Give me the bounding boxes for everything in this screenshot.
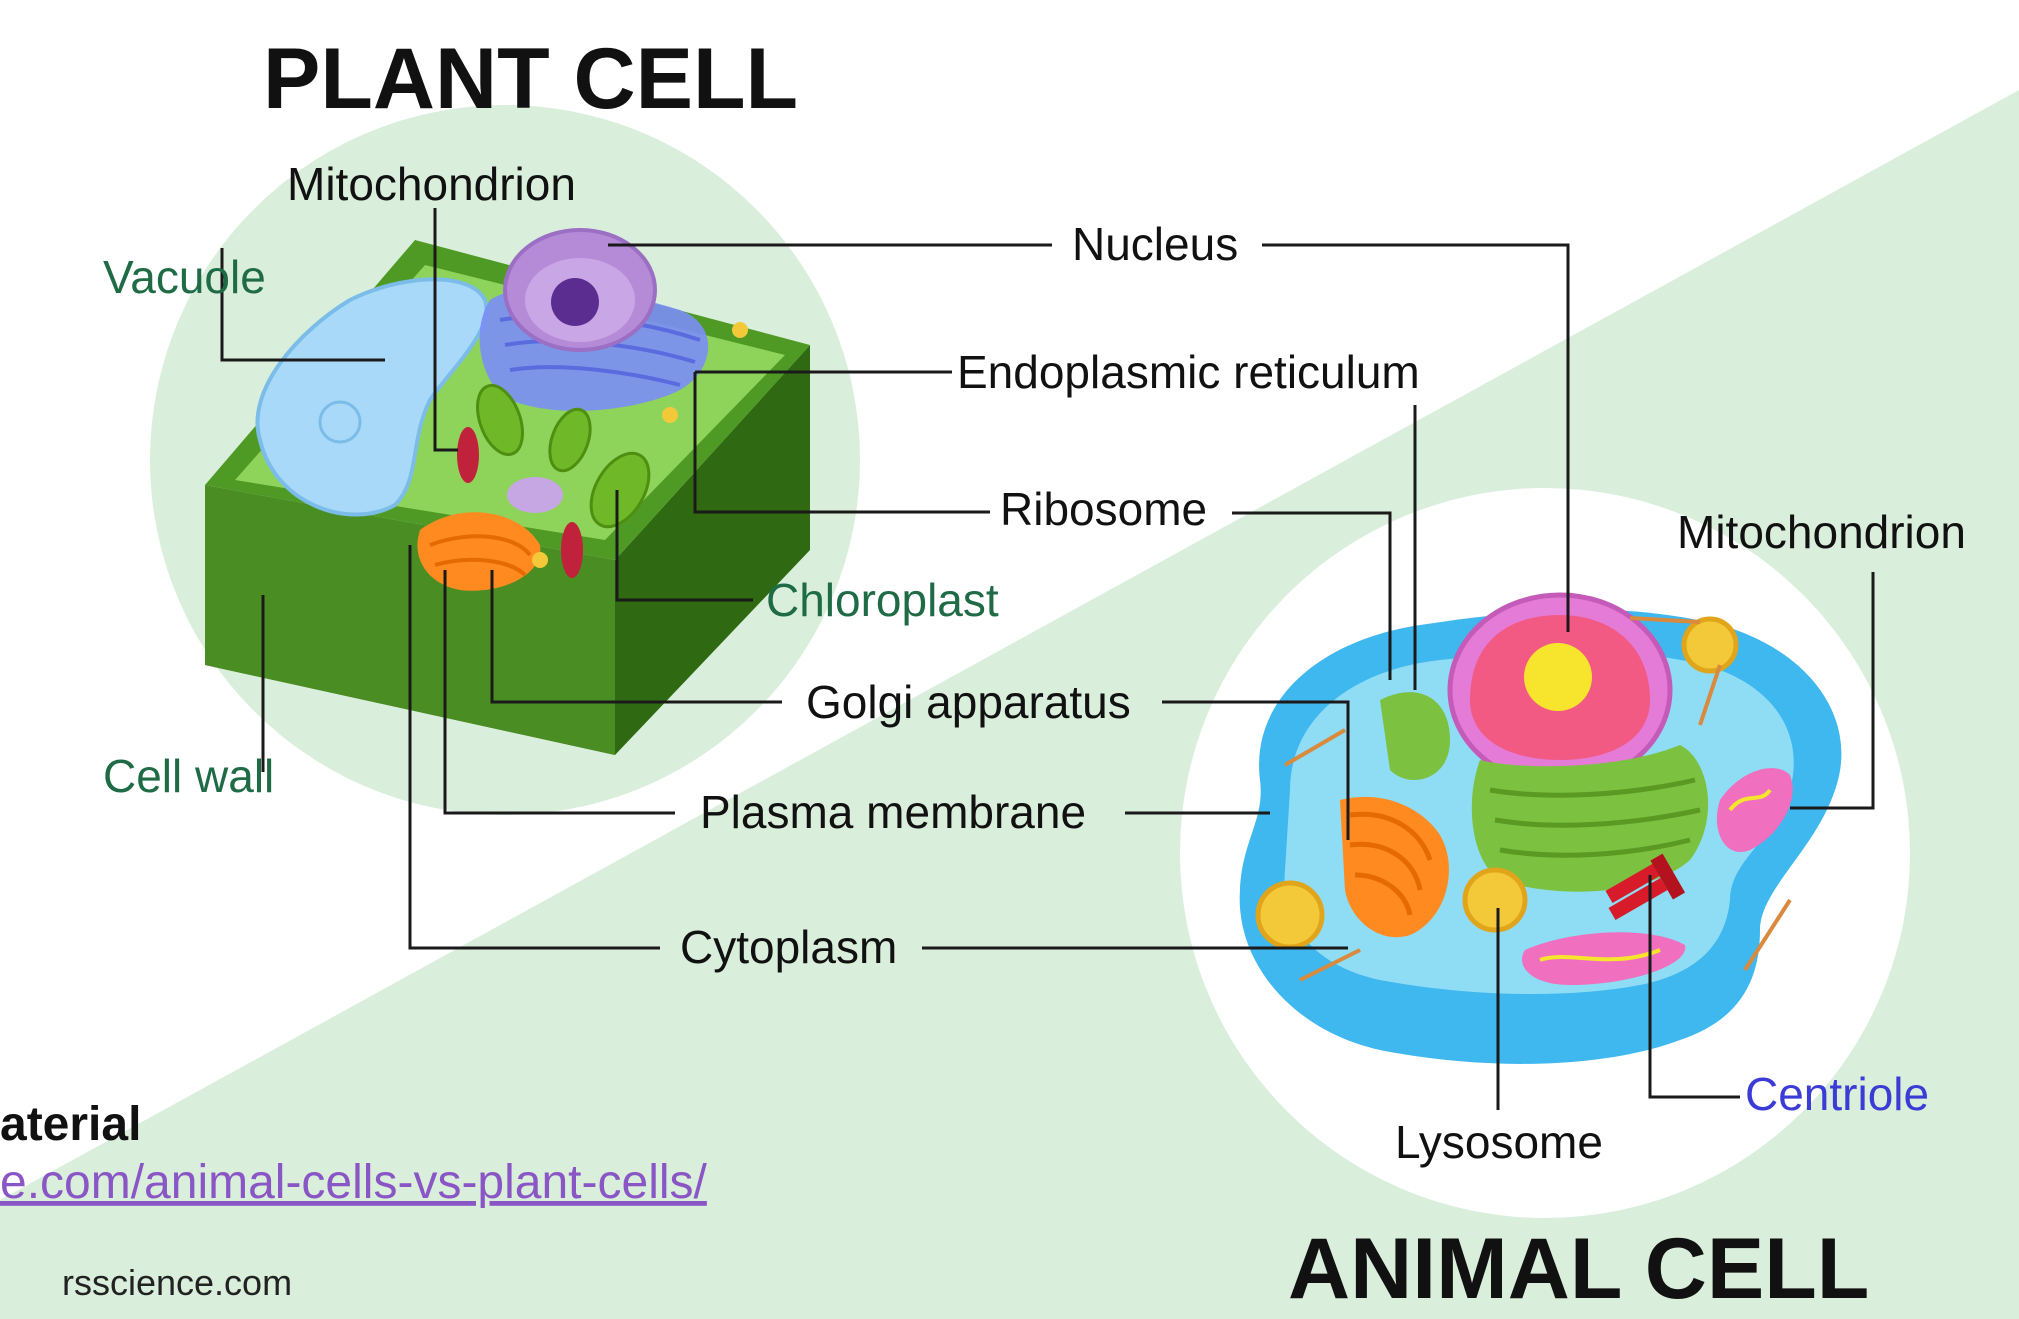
label-endoplasmic-reticulum: Endoplasmic reticulum [957, 346, 1420, 398]
animal-cell-title: ANIMAL CELL [1288, 1221, 1869, 1317]
footer-site-name: rsscience.com [62, 1262, 292, 1303]
label-cell-wall: Cell wall [103, 750, 274, 802]
label-mitochondrion-plant: Mitochondrion [287, 158, 576, 210]
label-lysosome: Lysosome [1395, 1116, 1603, 1168]
label-plasma-membrane: Plasma membrane [700, 786, 1086, 838]
label-mitochondrion-animal: Mitochondrion [1677, 506, 1966, 558]
footer-source-link[interactable]: e.com/animal-cells-vs-plant-cells/ [0, 1156, 708, 1209]
footer-heading: aterial [0, 1098, 141, 1151]
plant-mitochondrion-shape [457, 427, 479, 483]
vacuole-shape [255, 277, 489, 517]
label-cytoplasm: Cytoplasm [680, 921, 897, 973]
animal-golgi-shape [1340, 796, 1449, 938]
label-nucleus: Nucleus [1072, 218, 1238, 270]
leader-lines [220, 208, 1875, 1110]
plant-cell-title: PLANT CELL [263, 31, 798, 127]
chloroplast-shape [476, 383, 524, 457]
animal-er-shape [1471, 745, 1709, 892]
label-centriole: Centriole [1745, 1068, 1929, 1120]
animal-mitochondrion-shape [1716, 768, 1793, 852]
label-chloroplast: Chloroplast [766, 574, 999, 626]
animal-cell-illustration [1239, 592, 1842, 1064]
lysosome-shape [1462, 867, 1528, 933]
label-ribosome: Ribosome [1000, 483, 1207, 535]
plant-golgi-shape [417, 512, 541, 591]
label-vacuole: Vacuole [103, 251, 266, 303]
label-golgi-apparatus: Golgi apparatus [806, 676, 1131, 728]
centriole-shape [1605, 853, 1686, 921]
